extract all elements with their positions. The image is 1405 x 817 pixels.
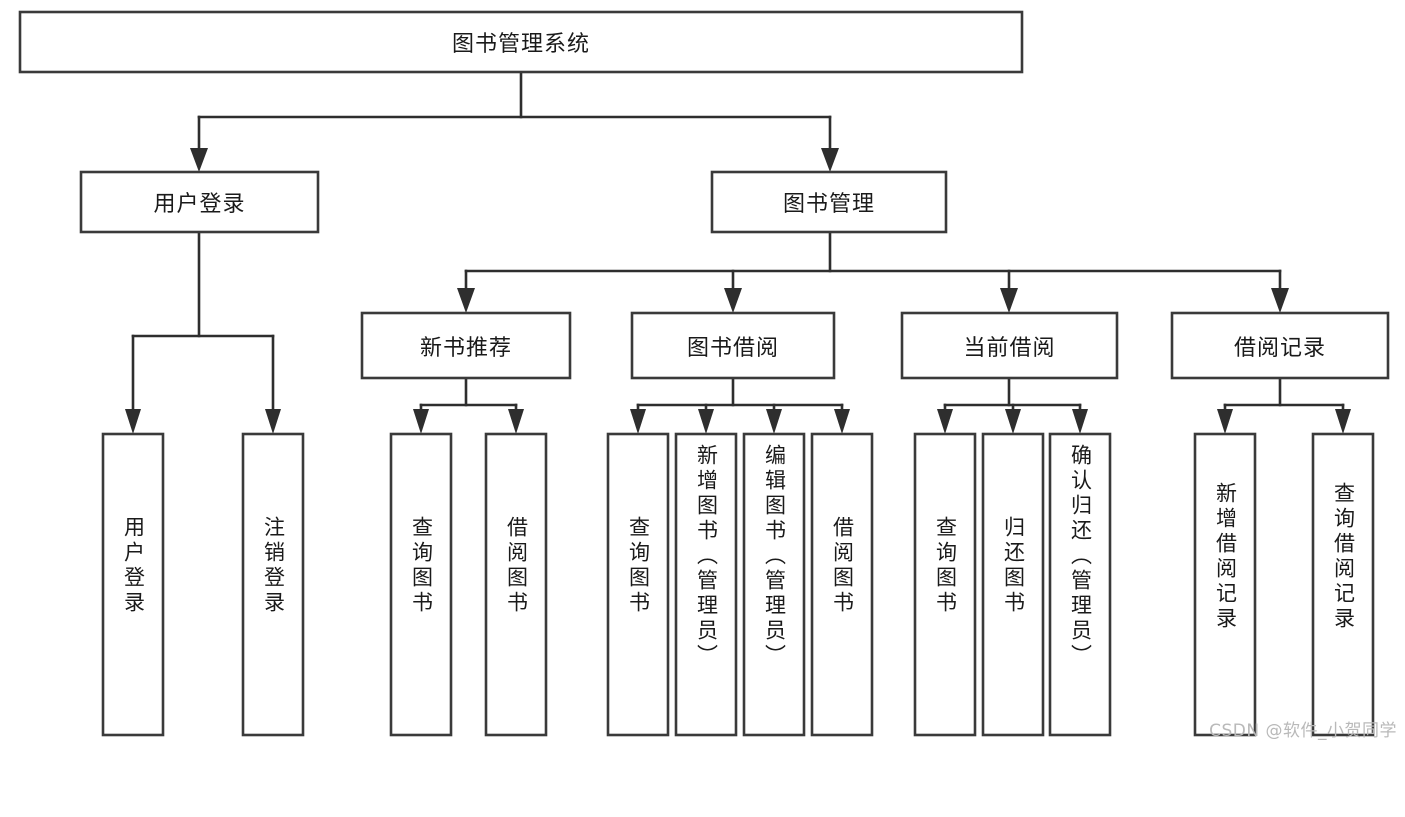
arrow-bookborrow-leaf-2 bbox=[698, 409, 714, 434]
watermark: CSDN @软件_小贺同学 bbox=[1209, 721, 1397, 741]
arrow-userlogin-leaf-1 bbox=[125, 409, 141, 434]
functional-structure-diagram: 图书管理系统 用户登录 图书管理 新书推荐 图书借阅 当前借阅 借阅记录 用户登… bbox=[18, 10, 1397, 741]
node-current-borrow[interactable] bbox=[900, 311, 1119, 380]
node-leaf-query-book-1[interactable] bbox=[389, 432, 453, 737]
arrow-root-to-book-manage bbox=[821, 148, 839, 172]
node-leaf-confirm-return[interactable] bbox=[1048, 432, 1112, 737]
arrow-currentborrow-leaf-1 bbox=[937, 409, 953, 434]
node-leaf-query-record[interactable] bbox=[1311, 432, 1375, 737]
arrow-borrowrecord-leaf-1 bbox=[1217, 409, 1233, 434]
node-leaf-user-logout[interactable] bbox=[241, 432, 305, 737]
edge-layer bbox=[125, 70, 1351, 434]
node-borrow-record[interactable] bbox=[1170, 311, 1390, 380]
arrow-root-to-user-login bbox=[190, 148, 208, 172]
node-book-manage[interactable] bbox=[710, 170, 948, 234]
node-leaf-return-book[interactable] bbox=[981, 432, 1045, 737]
arrow-userlogin-leaf-2 bbox=[265, 409, 281, 434]
node-leaf-query-book-3[interactable] bbox=[913, 432, 977, 737]
node-leaf-user-login[interactable] bbox=[101, 432, 165, 737]
node-leaf-add-book[interactable] bbox=[674, 432, 738, 737]
node-leaf-add-record[interactable] bbox=[1193, 432, 1257, 737]
arrow-newbook-leaf-1 bbox=[413, 409, 429, 434]
arrow-borrowrecord-leaf-2 bbox=[1335, 409, 1351, 434]
node-root[interactable] bbox=[18, 10, 1024, 74]
node-new-book-recommend[interactable] bbox=[360, 311, 572, 380]
arrow-bus-to-book-borrow bbox=[724, 288, 742, 313]
diagram-canvas bbox=[18, 10, 1390, 737]
node-leaf-borrow-book-1[interactable] bbox=[484, 432, 548, 737]
arrow-currentborrow-leaf-3 bbox=[1072, 409, 1088, 434]
arrow-newbook-leaf-2 bbox=[508, 409, 524, 434]
arrow-currentborrow-leaf-2 bbox=[1005, 409, 1021, 434]
node-user-login[interactable] bbox=[79, 170, 320, 234]
arrow-bus-to-current-borrow bbox=[1000, 288, 1018, 313]
arrow-bookborrow-leaf-1 bbox=[630, 409, 646, 434]
arrow-bus-to-new-book bbox=[457, 288, 475, 313]
node-book-borrow[interactable] bbox=[630, 311, 836, 380]
node-leaf-edit-book[interactable] bbox=[742, 432, 806, 737]
arrow-bus-to-borrow-record bbox=[1271, 288, 1289, 313]
node-leaf-borrow-book-2[interactable] bbox=[810, 432, 874, 737]
arrow-bookborrow-leaf-3 bbox=[766, 409, 782, 434]
node-leaf-query-book-2[interactable] bbox=[606, 432, 670, 737]
node-layer bbox=[18, 10, 1390, 737]
arrow-bookborrow-leaf-4 bbox=[834, 409, 850, 434]
